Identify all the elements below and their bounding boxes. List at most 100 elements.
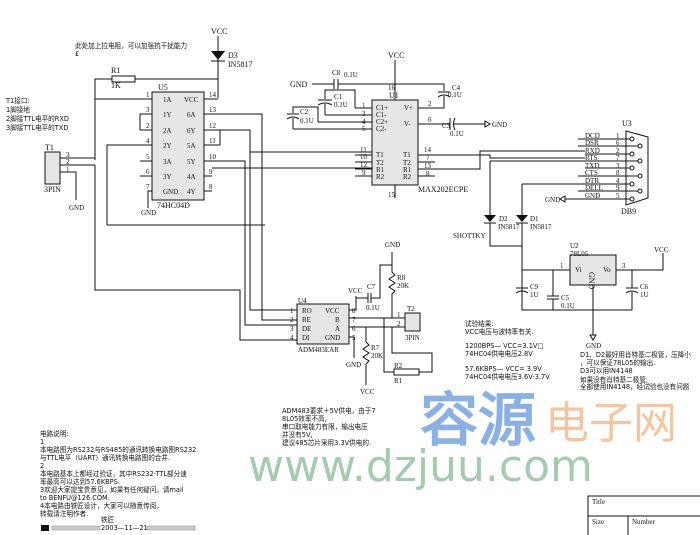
- pin-number: 4: [146, 137, 150, 145]
- pin-number: 8: [209, 183, 213, 191]
- signal-label: DTR: [585, 177, 599, 185]
- title-block: Title Size Number: [587, 495, 700, 535]
- c7-ref: C7: [367, 283, 376, 291]
- watermark-cn1: 容源: [420, 386, 536, 454]
- note-line: 如果没有肖特基二极管,: [580, 375, 648, 384]
- c2-value: 0.1U: [300, 117, 314, 125]
- pin-number: 13: [424, 162, 432, 170]
- t2-part: 3PIN: [405, 334, 420, 342]
- pin-number: 7: [146, 183, 150, 191]
- note-line: 建议485芯片采用3.3V供电的.: [282, 438, 371, 447]
- t1-interface-note: T1接口: 1脚接地 2脚接TTL电平的RXD 3脚接TTL电平的TXD: [5, 96, 69, 132]
- u1-capacitors: GND C8 0.1U C1 0.1U C2 0.1U C4 0.1U GND …: [286, 69, 507, 138]
- signal-label: DCD: [585, 132, 600, 140]
- pin-label: DI: [302, 334, 310, 342]
- note-line: 串口取电能力有限，输出电压: [282, 422, 368, 431]
- pin-number: 8: [352, 307, 356, 315]
- note-line: 率最高可以达到57.6KBPS.: [40, 477, 120, 486]
- u3-ref: U3: [622, 119, 632, 128]
- pin-label: R2: [403, 173, 412, 181]
- pin-number: 13: [209, 106, 217, 114]
- c4-value: 0.1U: [448, 91, 462, 99]
- pin-number: 9: [362, 169, 366, 177]
- pin-number: 8: [616, 169, 620, 177]
- pin-label: R1: [376, 166, 385, 174]
- note-line: 74HC04供电电压3.6V-3.7V: [465, 372, 550, 381]
- t1-connector: T1 3PIN 3 2 1 GND: [44, 143, 95, 212]
- diode-icon: [211, 51, 225, 60]
- r1-ref: R1: [111, 66, 120, 75]
- pin-number: 12: [209, 122, 217, 130]
- c7-value: 0.1U: [366, 304, 380, 312]
- c1-value: 0.1U: [334, 101, 348, 109]
- pin-label: GND: [325, 334, 340, 342]
- pin-number: 9: [616, 184, 620, 192]
- pin-label: T1: [376, 151, 384, 159]
- pin-number: 15: [388, 191, 396, 199]
- vcc-label: VCC: [654, 246, 669, 254]
- signal-label: DSR: [585, 139, 599, 147]
- note-line: 与TTL电平（UART）通讯转换电路图的合并.: [40, 453, 170, 462]
- pin-label: 5A: [187, 142, 196, 150]
- note-line: 本电路图为RS232与RS485的通讯转换电路图RS232: [40, 445, 196, 454]
- pin-number: 8: [426, 170, 430, 178]
- pin-label: R2: [376, 173, 385, 181]
- r8-ref: R8: [397, 274, 406, 282]
- pin-number: 4: [616, 177, 620, 185]
- test-results-note: 试验结果: VCC电压与波特率有关. 1200BPS— VCC=3.1V□ 74…: [465, 319, 550, 381]
- pin-label: RO: [302, 307, 312, 315]
- u2-vi: Vi: [575, 266, 582, 274]
- r1-resistor: R1 1K: [94, 66, 218, 160]
- pin-number: 10: [209, 153, 217, 161]
- note-line: 3脚接TTL电平的TXD: [6, 123, 68, 132]
- signal-label: GND: [585, 192, 600, 200]
- pin-number: 2: [428, 100, 432, 108]
- c6-ref: C6: [640, 283, 649, 291]
- pullup-mark: £: [75, 50, 79, 58]
- signal-label: RTS: [585, 154, 598, 162]
- t1-ref: T1: [45, 143, 54, 152]
- note-line: ，可以保证78L05的输出.: [580, 358, 655, 367]
- pin-number: 7: [616, 154, 620, 162]
- number-label: Number: [632, 518, 656, 526]
- pin-label: A: [335, 325, 340, 333]
- gnd-label: GND: [69, 204, 84, 212]
- pin-number: 2: [616, 147, 620, 155]
- pin-label: B: [335, 316, 340, 324]
- u2-regulator: U2 78L05 Vi Vo GND 1 3 VCC GND C9 1U C5 …: [515, 242, 669, 350]
- pin-label: 2A: [163, 127, 172, 135]
- vcc-label: VCC: [360, 388, 375, 396]
- note-line: 2: [40, 462, 44, 470]
- d1-value: IN5817: [530, 223, 552, 231]
- note-line: 74HC04供电电压2.8V: [465, 349, 533, 358]
- pin-label: 3Y: [163, 173, 172, 181]
- pin-number: 6: [428, 116, 432, 124]
- signal-label: CTS: [585, 169, 598, 177]
- u3-part: DB9: [621, 207, 636, 216]
- title-label: Title: [592, 498, 605, 506]
- note-line: 并没有5V,: [282, 430, 313, 439]
- watermark-url: www.dzjuu.com: [248, 441, 593, 492]
- note-line: D3可以用IN4148: [580, 367, 633, 375]
- pin-number: 3: [362, 110, 366, 118]
- pin-label: T2: [376, 159, 384, 167]
- vcc-label: VCC: [211, 27, 227, 36]
- note-line: 电路说明:: [40, 429, 69, 438]
- c6-value: 1U: [640, 291, 649, 299]
- u5-chip: U5 74HC04D 11A 31Y 22A 42Y 53A 63Y 7GND …: [95, 83, 297, 326]
- pin-number: 1: [397, 311, 401, 319]
- pin-label: 4A: [187, 173, 196, 181]
- note-line: T1接口:: [5, 96, 30, 105]
- note-line: 全部使用IN4148，经试验也没有问题: [580, 382, 690, 391]
- r7-ref: R7: [371, 344, 380, 352]
- pin-label: 6A: [187, 111, 196, 119]
- r8-value: 20K: [397, 282, 409, 290]
- c2-ref: C2: [300, 108, 309, 116]
- r7-value: 20K: [371, 352, 383, 360]
- note-line: 3欢迎大家提宝贵意见，如果有任何疑问，请mail: [40, 485, 184, 494]
- gnd-label: GND: [586, 342, 601, 350]
